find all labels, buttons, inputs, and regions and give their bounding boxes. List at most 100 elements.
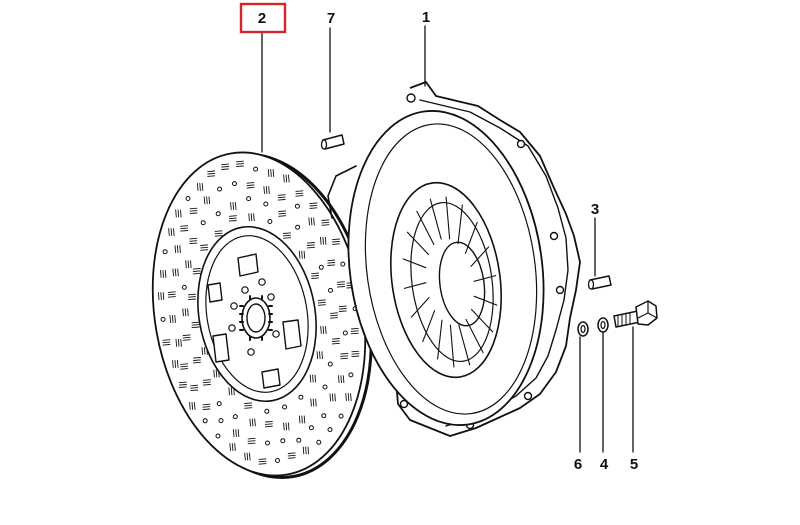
hex-bolt-5[interactable]	[613, 300, 658, 328]
callout-5[interactable]: 5	[630, 456, 638, 473]
lining-groove	[174, 315, 176, 323]
lining-groove	[321, 221, 330, 224]
lining-groove	[177, 209, 180, 218]
lining-groove	[306, 244, 315, 246]
lining-groove	[180, 363, 189, 365]
diaphragm-finger	[473, 295, 498, 306]
lining-groove	[162, 292, 165, 301]
lining-groove	[203, 346, 206, 355]
lock-washer-4[interactable]	[597, 317, 609, 333]
lining-groove	[308, 217, 310, 226]
lining-groove	[317, 301, 326, 304]
lining-groove	[247, 440, 256, 442]
lining-groove	[202, 379, 211, 381]
callout-6[interactable]: 6	[574, 456, 582, 473]
lining-groove	[180, 365, 189, 368]
lining-groove	[164, 269, 167, 278]
lining-groove	[278, 212, 287, 215]
lining-groove	[321, 224, 330, 226]
lining-groove	[340, 357, 349, 360]
lining-groove	[228, 220, 237, 222]
lining-groove	[201, 183, 204, 191]
lining-groove	[309, 202, 318, 205]
lining-groove	[244, 452, 246, 461]
lining-groove	[228, 215, 237, 217]
diaphragm-spring-fingers	[402, 196, 498, 368]
lining-groove	[287, 457, 296, 459]
lining-groove	[189, 237, 198, 240]
lining-groove	[180, 338, 182, 347]
lining-groove	[167, 291, 176, 293]
lining-groove	[330, 312, 338, 314]
lining-groove	[234, 443, 236, 452]
lining-rivet	[295, 224, 301, 230]
lining-groove	[338, 375, 340, 384]
lining-groove	[199, 183, 201, 191]
diaphragm-finger	[429, 198, 442, 240]
lining-groove	[332, 240, 340, 243]
lining-groove	[248, 213, 250, 222]
lining-groove	[338, 305, 347, 308]
lining-groove	[172, 360, 174, 368]
lining-rivet	[321, 413, 327, 419]
diaphragm-finger	[464, 221, 478, 254]
lining-rivet	[280, 438, 286, 444]
callout-4[interactable]: 4	[600, 456, 609, 473]
lining-groove	[310, 217, 313, 226]
lining-groove	[167, 293, 176, 296]
lining-groove	[338, 308, 347, 310]
lining-rivet	[215, 211, 221, 217]
lining-groove	[160, 292, 162, 301]
lining-groove	[312, 374, 314, 383]
lining-groove	[303, 415, 306, 424]
lining-groove	[283, 174, 285, 183]
dowel-pin-3[interactable]	[587, 275, 612, 290]
lining-groove	[254, 418, 256, 427]
pressure-plate-cover[interactable]	[327, 81, 581, 438]
clutch-disc[interactable]	[128, 135, 395, 494]
lining-groove	[332, 238, 340, 241]
callout-3[interactable]: 3	[591, 201, 599, 218]
diaphragm-finger	[465, 318, 484, 354]
lining-groove	[191, 321, 200, 324]
lining-groove	[268, 186, 270, 195]
diaphragm-finger	[470, 308, 494, 333]
lining-groove	[214, 235, 223, 237]
diaphragm-finger	[422, 310, 436, 343]
lining-rivet	[263, 201, 269, 207]
lining-groove	[264, 420, 273, 423]
lining-groove	[264, 425, 273, 428]
lining-groove	[278, 215, 287, 217]
callout-2[interactable]: 2	[258, 10, 266, 27]
diaphragm-finger	[416, 210, 435, 246]
lining-groove	[350, 327, 359, 330]
dowel-pin-7[interactable]	[320, 134, 345, 150]
lining-groove	[340, 375, 342, 384]
lining-rivet	[218, 418, 224, 424]
lining-groove	[309, 207, 318, 209]
lining-groove	[193, 357, 201, 359]
lining-groove	[340, 355, 349, 357]
lining-groove	[193, 361, 201, 364]
callout-2-highlight-box	[239, 2, 287, 34]
lining-rivet	[342, 330, 348, 336]
lining-groove	[173, 228, 175, 237]
lining-groove	[182, 336, 191, 339]
lining-groove	[340, 352, 349, 355]
lining-groove	[232, 202, 235, 210]
lining-groove	[231, 443, 234, 452]
callout-1[interactable]: 1	[422, 9, 430, 26]
lining-rivet	[328, 287, 333, 293]
lining-groove	[179, 245, 181, 254]
lining-groove	[246, 182, 255, 184]
lining-rivet	[232, 181, 237, 187]
lining-rivet	[185, 196, 191, 201]
lining-groove	[188, 296, 196, 298]
lining-groove	[244, 407, 253, 409]
lining-rivet	[282, 404, 288, 410]
flat-washer-6[interactable]	[577, 321, 589, 337]
lining-groove	[337, 281, 345, 283]
callout-7[interactable]: 7	[327, 10, 335, 27]
lining-groove	[301, 415, 303, 424]
lining-groove	[320, 326, 322, 334]
